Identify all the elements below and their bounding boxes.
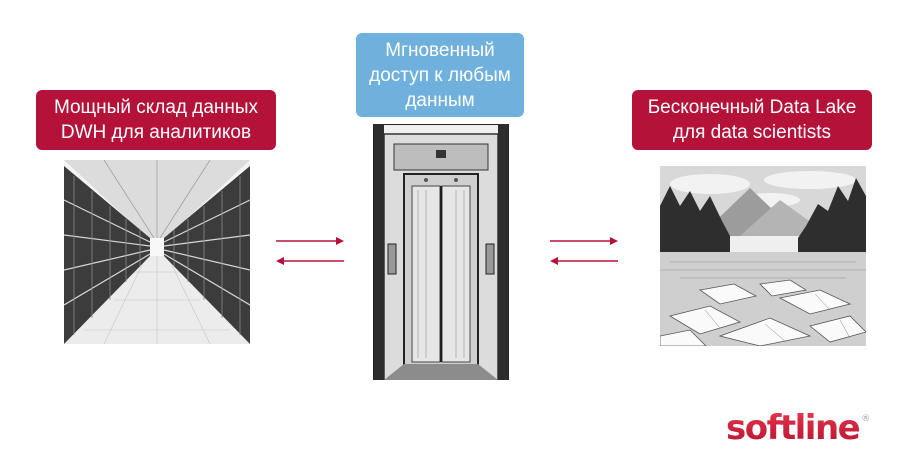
elevator-illustration: [360, 124, 522, 380]
label-warehouse-line1: Мощный склад данных: [53, 97, 259, 118]
warehouse-illustration: [64, 160, 250, 344]
label-warehouse-line2: DWH для аналитиков: [60, 122, 252, 143]
lake-with-books-illustration: [660, 166, 866, 346]
label-lake-line2: для data scientists: [672, 122, 832, 143]
registered-mark: ®: [861, 414, 871, 424]
label-warehouse: Мощный склад данных DWH для аналитиков: [36, 90, 276, 150]
softline-logo: softline ®: [726, 408, 870, 450]
bidirectional-arrows-right: [550, 237, 618, 265]
label-access-line2: доступ к любым: [369, 64, 511, 86]
label-lake: Бесконечный Data Lake для data scientist…: [632, 90, 872, 150]
label-lake-line1: Бесконечный Data Lake: [647, 97, 857, 118]
label-access-line3: данным: [405, 89, 475, 111]
label-access: Мгновенный доступ к любым данным: [356, 33, 524, 117]
bidirectional-arrows-left: [276, 237, 344, 265]
label-access-line1: Мгновенный: [385, 39, 495, 61]
softline-logo-text: softline: [726, 408, 861, 448]
